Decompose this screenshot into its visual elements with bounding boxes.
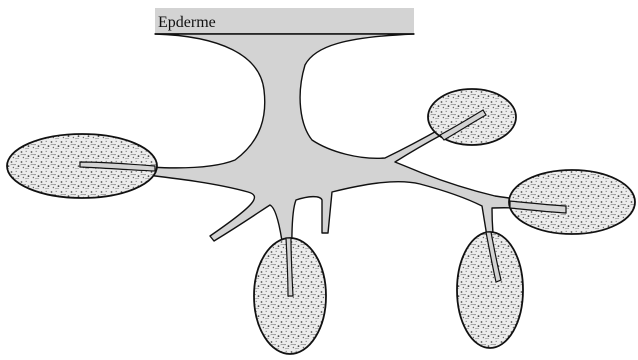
- cell-right: [509, 170, 635, 234]
- epidermis-label: Epderme: [158, 14, 216, 31]
